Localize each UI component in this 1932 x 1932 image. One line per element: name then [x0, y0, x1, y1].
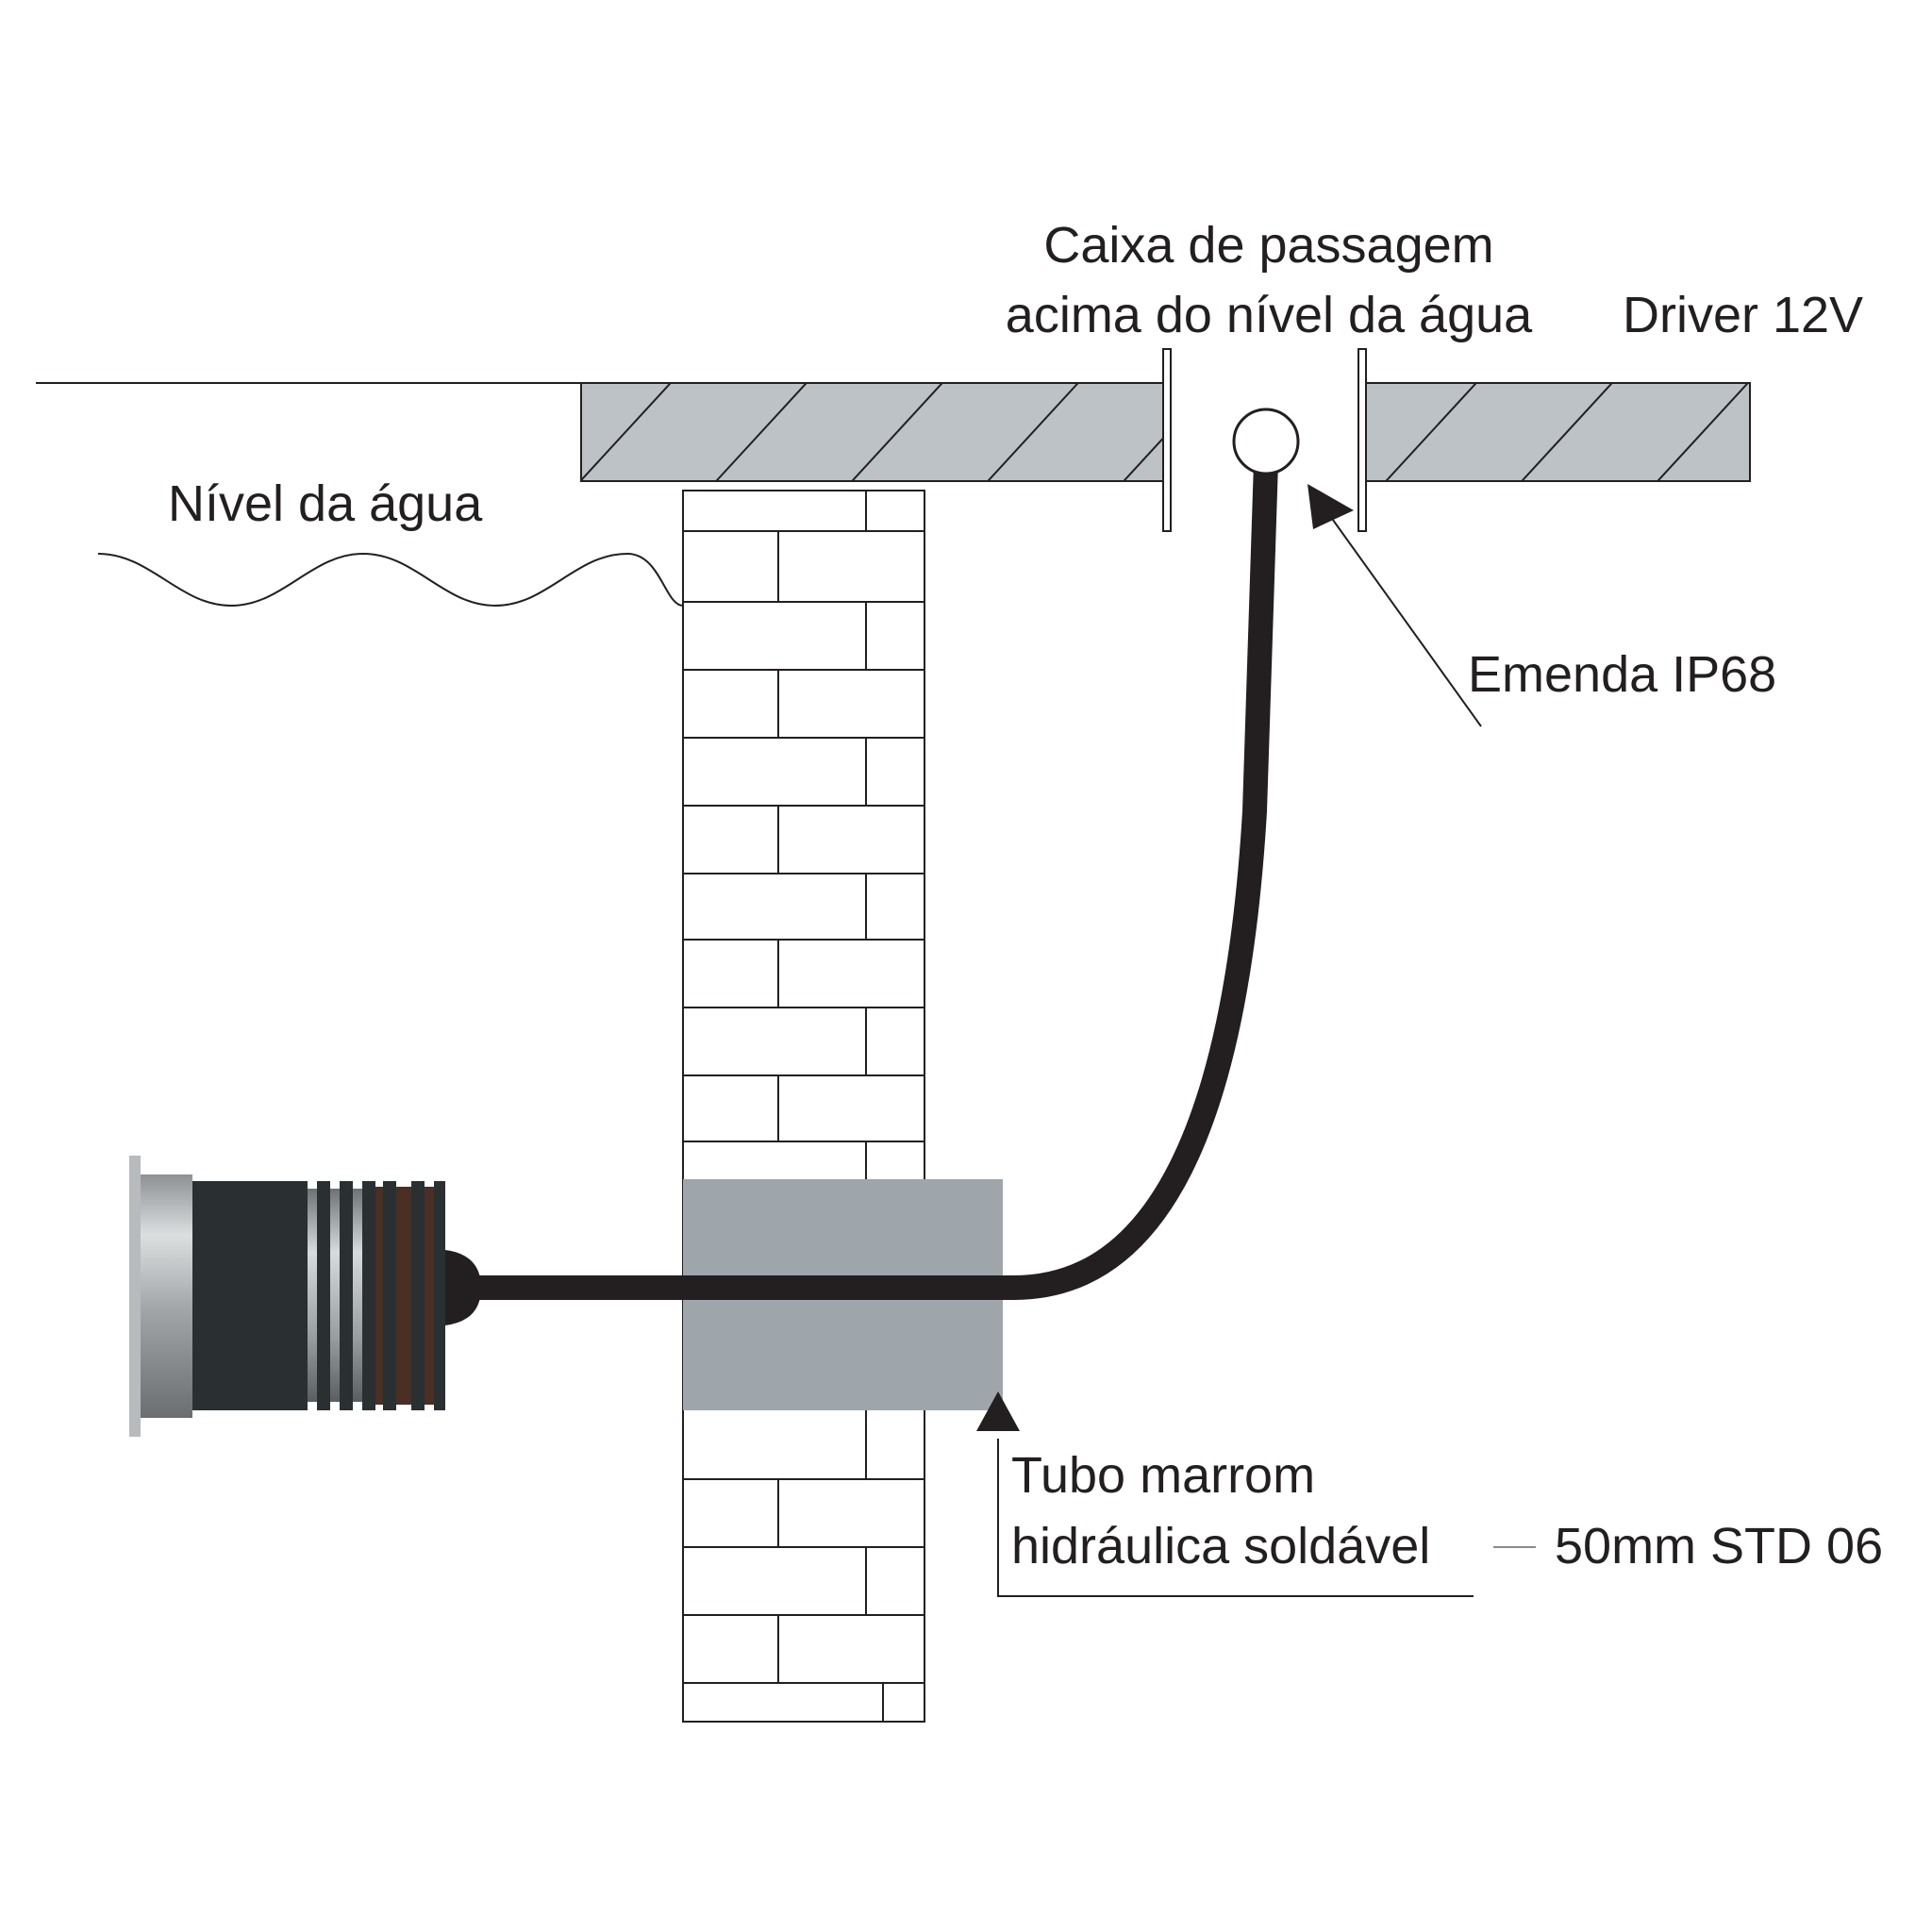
emenda-leader-line	[1324, 508, 1482, 727]
lamp-bezel	[141, 1174, 192, 1418]
cable	[472, 461, 1278, 1300]
tubo-leader-line	[997, 1439, 1474, 1597]
tubo-label-line2: hidráulica soldável	[1011, 1518, 1430, 1574]
junction-box-wall-left	[1162, 348, 1172, 532]
lamp-flange	[129, 1156, 141, 1437]
water-level-wave	[97, 552, 684, 608]
brick-wall	[682, 490, 925, 1723]
lamp-ring-5	[411, 1181, 425, 1410]
lamp-ring-2	[340, 1181, 353, 1410]
lamp-ring-gap-1	[308, 1189, 317, 1402]
emenda-label: Emenda IP68	[1468, 646, 1776, 703]
cable-gland	[445, 1250, 481, 1325]
splice-circle	[1232, 408, 1300, 475]
lamp-ring-gap-2	[330, 1189, 340, 1402]
deck-slab-left	[580, 382, 1164, 482]
emenda-arrowhead	[1307, 484, 1354, 529]
water-level-label: Nível da água	[168, 475, 483, 532]
deck-slab-right	[1364, 382, 1751, 482]
driver-label: Driver 12V	[1623, 287, 1863, 343]
junction-box-wall-right	[1357, 348, 1367, 532]
lamp-ring-brown-2	[396, 1187, 411, 1405]
lamp-ring-brown-1	[375, 1187, 383, 1405]
caixa-label-line2: acima do nível da água	[1006, 287, 1533, 343]
underwater-lamp	[129, 1156, 481, 1437]
lamp-ring-4	[383, 1181, 396, 1410]
lamp-ring-gap-3	[353, 1189, 362, 1402]
tubo-label-line1: Tubo marrom	[1011, 1447, 1315, 1504]
lamp-ring-6	[434, 1181, 445, 1410]
lamp-ring-1	[317, 1181, 330, 1410]
tubo-arrowhead	[976, 1391, 1020, 1431]
tubo-spec-label: 50mm STD 06	[1555, 1518, 1883, 1574]
lamp-ring-3	[362, 1181, 375, 1410]
lamp-body	[192, 1181, 308, 1410]
lamp-ring-brown-3	[425, 1187, 434, 1405]
caixa-label-line1: Caixa de passagem	[1043, 217, 1493, 274]
